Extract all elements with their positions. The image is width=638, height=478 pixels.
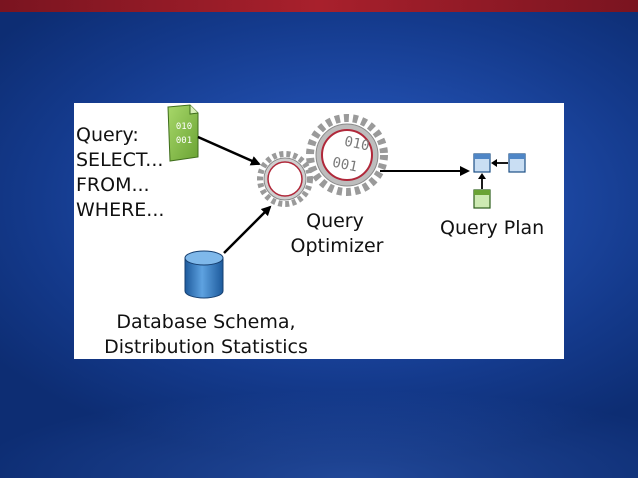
query-line: WHERE...: [76, 199, 164, 221]
diagram-panel: Query: SELECT... FROM... WHERE... 010 00…: [74, 103, 564, 359]
optimizer-label-line: Query: [306, 210, 364, 232]
document-glyph: 001: [176, 136, 192, 146]
schema-label-line: Distribution Statistics: [104, 336, 308, 358]
document-glyph: 010: [176, 122, 192, 132]
optimizer-label: Query Optimizer: [290, 210, 383, 257]
gear-digits: 001: [331, 155, 359, 176]
query-line: FROM...: [76, 174, 150, 196]
database-icon: [184, 250, 224, 299]
query-to-optimizer-arrow: [197, 135, 261, 166]
schema-label-line: Database Schema,: [116, 311, 295, 333]
query-optimizer-diagram: Query: SELECT... FROM... WHERE... 010 00…: [76, 104, 544, 358]
query-plan-label: Query Plan: [440, 217, 544, 239]
background-glow: [0, 368, 638, 478]
query-line: Query:: [76, 124, 139, 146]
large-gear-icon: 010 001: [306, 114, 388, 196]
query-line: SELECT...: [76, 149, 163, 171]
query-text: Query: SELECT... FROM... WHERE...: [76, 124, 164, 221]
small-gear-icon: [257, 151, 313, 207]
schema-to-optimizer-arrow: [223, 205, 272, 254]
document-icon: 010 001: [167, 104, 199, 162]
title-accent-bar: [0, 0, 638, 12]
query-plan-icon: [473, 153, 526, 209]
gear-digits: 010: [343, 134, 371, 155]
schema-label: Database Schema, Distribution Statistics: [104, 311, 308, 358]
optimizer-label-line: Optimizer: [290, 235, 383, 257]
